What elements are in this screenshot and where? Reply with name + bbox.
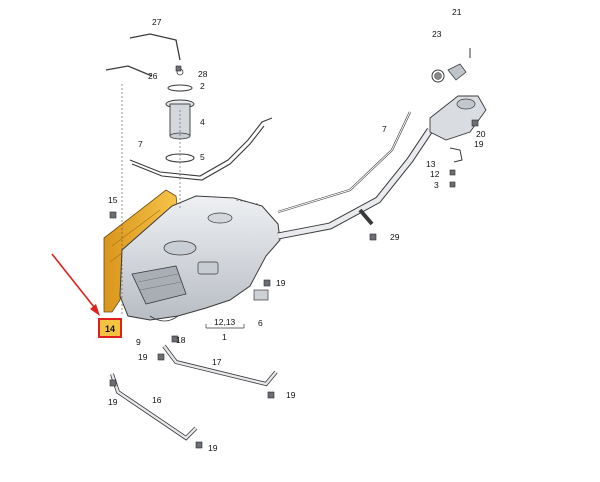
callout-19-filler: 19: [474, 139, 484, 149]
callout-19-strap-left: 19: [138, 352, 148, 362]
filler-pipe: [277, 111, 433, 240]
callout-1: 1: [222, 332, 227, 342]
callout-14: 14: [104, 324, 115, 334]
callout-2: 2: [200, 81, 205, 91]
fuel-line-7: [129, 117, 273, 181]
callout-12-13: 12,13: [214, 317, 236, 327]
callout-26: 26: [148, 71, 158, 81]
callout-29: 29: [390, 232, 400, 242]
fuel-pump-assembly: [105, 33, 195, 163]
callout-15: 15: [108, 195, 118, 205]
bolts: [109, 65, 479, 449]
callout-13: 13: [426, 159, 436, 169]
callout-3: 3: [434, 180, 439, 190]
callout-6: 6: [258, 318, 263, 328]
callout-19-strap16-bottom: 19: [208, 443, 218, 453]
callout-19-strap16-top: 19: [108, 397, 118, 407]
callout-9: 9: [136, 337, 141, 347]
callout-18: 18: [176, 335, 186, 345]
callout-21: 21: [452, 7, 462, 17]
highlighted-callout-14: 14: [98, 318, 122, 338]
callout-12: 12: [430, 169, 440, 179]
callout-4: 4: [200, 117, 205, 127]
fuel-tank: [119, 195, 281, 322]
callout-23: 23: [432, 29, 442, 39]
indicator-arrow: [51, 253, 100, 316]
tank-straps: [110, 344, 278, 441]
callout-19-strap17-right: 19: [286, 390, 296, 400]
callout-7-left: 7: [138, 139, 143, 149]
callout-17: 17: [212, 357, 222, 367]
callout-27: 27: [152, 17, 162, 27]
callout-19-tank-right: 19: [276, 278, 286, 288]
callout-20: 20: [476, 129, 486, 139]
leader-lines: [121, 84, 259, 316]
callout-5: 5: [200, 152, 205, 162]
callout-7-right: 7: [382, 124, 387, 134]
callout-16: 16: [152, 395, 162, 405]
bracket-12-13: [205, 324, 245, 329]
callout-28: 28: [198, 69, 208, 79]
